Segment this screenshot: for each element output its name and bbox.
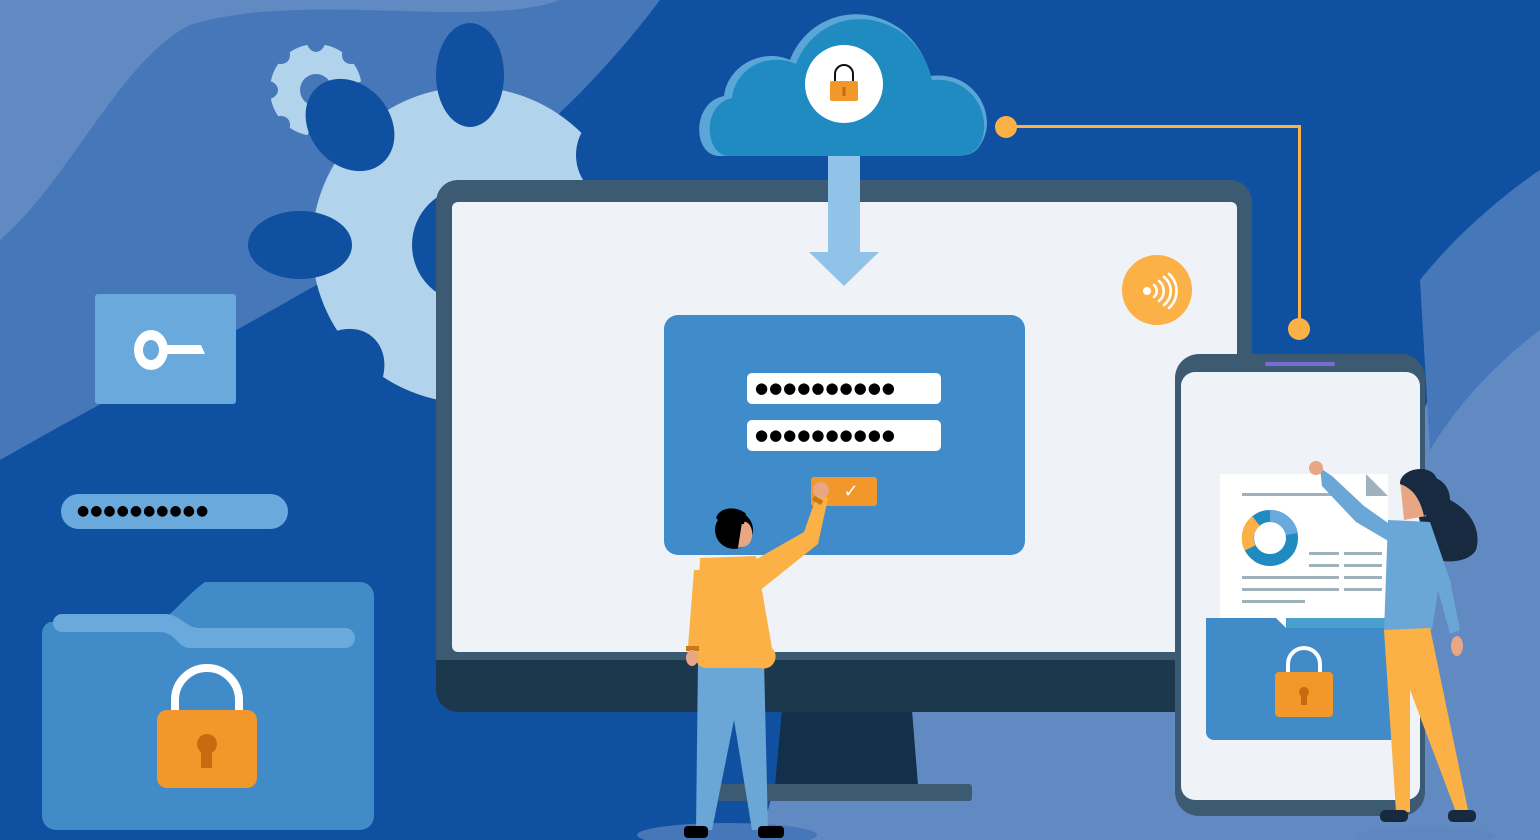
- checkmark-icon: ✓: [843, 481, 859, 502]
- password-field[interactable]: ●●●●●●●●●●: [747, 420, 941, 451]
- connector-line: [995, 116, 1310, 340]
- padlock-icon: [157, 664, 257, 788]
- monitor-chin: [436, 660, 1252, 712]
- woman-character: [1309, 461, 1478, 822]
- download-arrow-icon: [809, 150, 879, 286]
- donut-chart-icon: [1241, 474, 1388, 603]
- key-icon: [134, 330, 205, 370]
- monitor-stand: [775, 710, 918, 785]
- padlock-icon: [830, 64, 858, 101]
- padlock-icon: [1275, 646, 1333, 717]
- username-field[interactable]: ●●●●●●●●●●: [747, 373, 941, 404]
- locked-folder-icon: [41, 582, 375, 830]
- key-tile: [95, 294, 236, 404]
- man-character: [684, 482, 829, 838]
- report-document: [1220, 474, 1388, 624]
- cloud-icon: [699, 14, 987, 157]
- phone-locked-folder-icon: [1206, 618, 1402, 740]
- phone-speaker: [1265, 362, 1335, 366]
- password-pill: ●●●●●●●●●●: [61, 494, 288, 529]
- contactless-signal-icon: [1143, 272, 1178, 310]
- contactless-signal-badge: [1122, 255, 1192, 325]
- monitor-base: [716, 784, 972, 801]
